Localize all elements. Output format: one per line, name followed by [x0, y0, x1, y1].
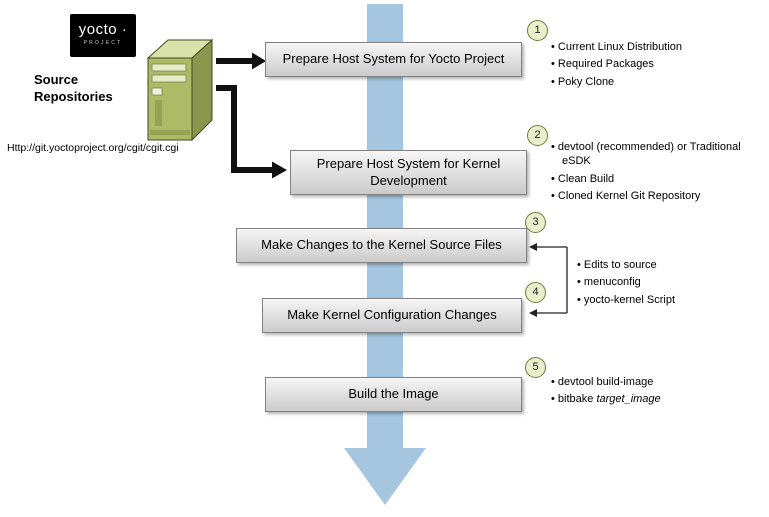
step-1-label: Prepare Host System for Yocto Project [282, 51, 505, 67]
bullet-item: devtool (recommended) or Traditional eSD… [551, 140, 743, 169]
server-icon [146, 38, 214, 142]
bullet-item: bitbake target_image [551, 392, 756, 406]
repo-url: Http://git.yoctoproject.org/cgit/cgit.cg… [7, 142, 179, 154]
source-label-line2: Repositories [34, 89, 113, 104]
step-box-5: Build the Image [265, 377, 522, 412]
bullet-item: Cloned Kernel Git Repository [551, 189, 743, 203]
step1-bullets: Current Linux Distribution Required Pack… [551, 40, 756, 92]
step-box-3: Make Changes to the Kernel Source Files [236, 228, 527, 263]
bullet-item: Current Linux Distribution [551, 40, 756, 54]
step-number-badge-4: 4 [525, 282, 546, 303]
step-box-1: Prepare Host System for Yocto Project [265, 42, 522, 77]
server-to-step1-arrow [216, 52, 266, 70]
shared-bullets-pointer-lines [529, 243, 568, 317]
bullet-item: Edits to source [577, 258, 747, 272]
bitbake-prefix: bitbake [557, 393, 597, 406]
step-box-4: Make Kernel Configuration Changes [262, 298, 522, 333]
yocto-logo-brand: yocto · [78, 21, 128, 38]
yocto-logo-subtext: PROJECT [83, 40, 123, 46]
step-box-2: Prepare Host System for Kernel Developme… [290, 150, 527, 195]
server-to-step2-arrow [216, 85, 287, 179]
step-number-badge-2: 2 [527, 125, 548, 146]
step-number-badge-3: 3 [525, 212, 546, 233]
source-repositories-label: Source Repositories [34, 71, 113, 105]
step-number-badge-1: 1 [527, 20, 548, 41]
step-5-label: Build the Image [348, 386, 439, 402]
step2-bullets: devtool (recommended) or Traditional eSD… [551, 140, 743, 206]
yocto-logo: yocto · PROJECT [70, 14, 136, 57]
step-2-label: Prepare Host System for Kernel Developme… [316, 156, 501, 188]
bullet-item: Poky Clone [551, 75, 756, 89]
source-label-line1: Source [34, 72, 79, 87]
step-3-label: Make Changes to the Kernel Source Files [261, 237, 502, 253]
step5-bullets: devtool build-image bitbake target_image [551, 375, 756, 410]
bullet-item: menuconfig [577, 275, 747, 289]
bullet-item: Clean Build [551, 172, 743, 186]
step-4-label: Make Kernel Configuration Changes [287, 307, 497, 323]
bullet-item: Required Packages [551, 57, 756, 71]
step-number-badge-5: 5 [525, 357, 546, 378]
bullet-item: devtool build-image [551, 375, 756, 389]
bullet-item: yocto-kernel Script [577, 293, 747, 307]
bitbake-target-arg: target_image [596, 393, 661, 406]
steps3-4-shared-bullets: Edits to source menuconfig yocto-kernel … [577, 258, 747, 310]
